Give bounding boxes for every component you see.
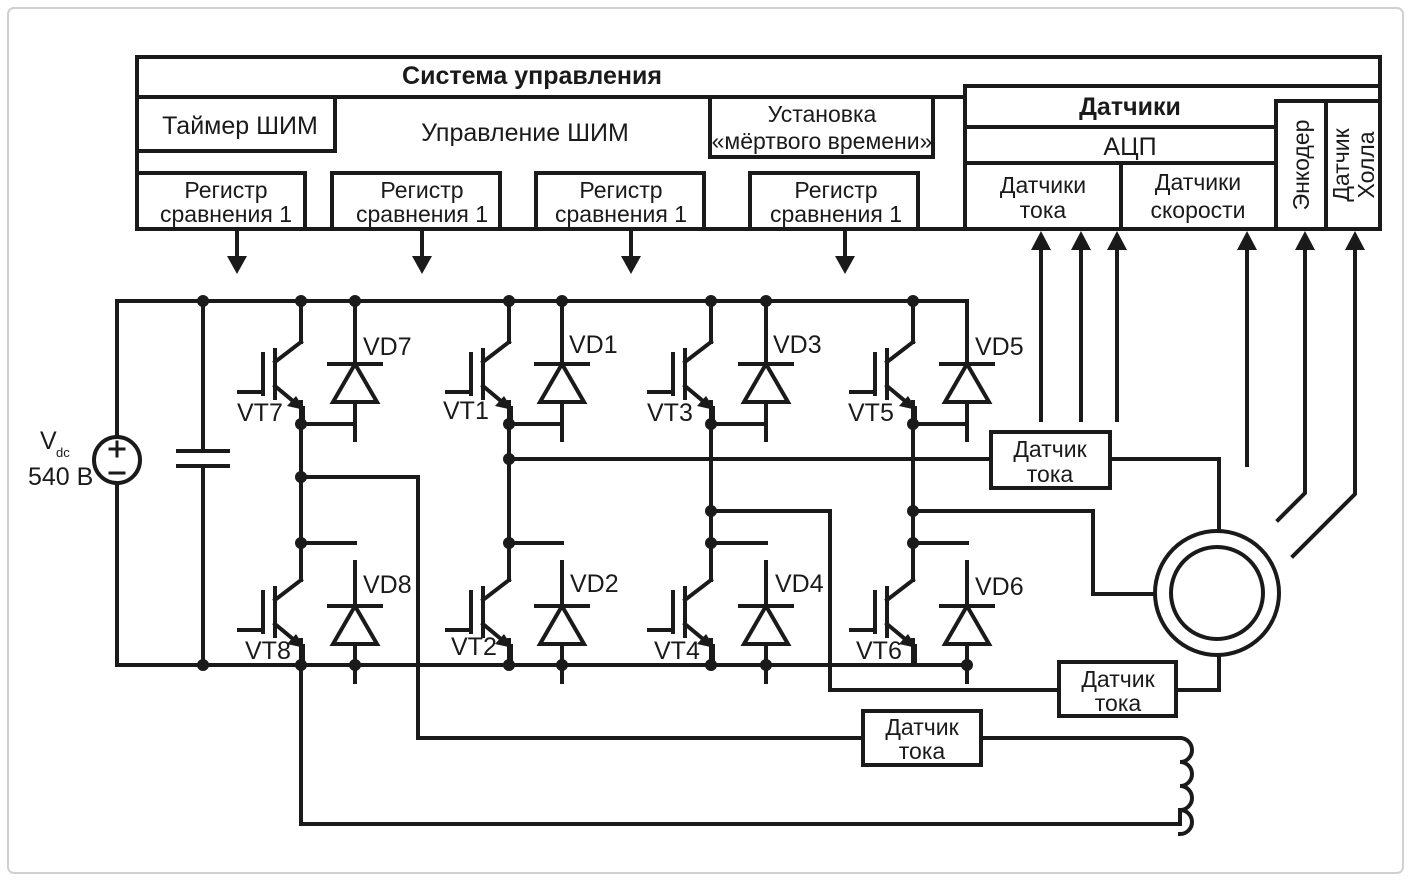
pwm-timer-box [135,95,337,153]
dc-source: V dc 540 В [28,427,142,491]
deadtime-box [708,95,935,159]
pwm-control-label: Управление ШИМ [421,119,629,147]
encoder-label: Энкодер [1288,120,1314,211]
current-sensor-boxes: Датчик тока Датчик тока Датчик тока [861,430,1178,767]
label-vd7: VD7 [363,333,412,361]
motor [1153,529,1281,657]
label-vd1: VD1 [569,331,618,359]
current-sensor-2 [1057,660,1178,718]
label-vd5: VD5 [975,333,1024,361]
label-vd6: VD6 [975,573,1024,601]
current-sensor-3 [861,709,983,767]
adc-label: АЦП [1103,133,1156,161]
hall-sensor-label-2: Холла [1353,131,1379,198]
label-vd8: VD8 [363,571,412,599]
current-sensor-3-label: Датчик [885,714,959,740]
label-vt7: VT7 [237,399,283,427]
compare-register-2-label-2: сравнения 1 [356,201,488,227]
dc-voltage-subscript: dc [56,445,70,460]
label-vd4: VD4 [775,570,824,598]
dc-voltage-symbol: V [40,427,57,455]
label-vt6: VT6 [856,637,902,665]
compare-register-2 [330,171,502,231]
label-vd3: VD3 [773,331,822,359]
current-sensor-2-label-2: тока [1095,690,1142,716]
compare-register-4-label: Регистр [794,177,877,203]
dc-voltage-value: 540 В [28,463,93,491]
deadtime-label-2: «мёртвого времени» [712,128,933,154]
compare-register-3-label-2: сравнения 1 [555,201,687,227]
sensor-feedback-arrows [1031,231,1365,559]
sensors-title: Датчики [1079,93,1181,121]
control-system-title: Система управления [402,62,662,90]
label-vt1: VT1 [443,397,489,425]
label-vt4: VT4 [654,637,700,665]
deadtime-label-1: Установка [768,101,877,127]
figure-frame [7,7,1404,874]
gate-signal-arrows [227,229,855,274]
pwm-timer-label: Таймер ШИМ [162,112,318,140]
speed-sensors-label-2: скорости [1150,197,1245,223]
current-sensor-1-label-2: тока [1027,461,1074,487]
transistors: VT7 VT1 VT3 VT5 VT8 VT2 VT4 VT6 [237,317,919,665]
power-wiring [115,299,1221,837]
current-sensor-1-label: Датчик [1013,436,1087,462]
compare-register-2-label: Регистр [380,177,463,203]
compare-register-4-label-2: сравнения 1 [770,201,902,227]
compare-register-3 [534,171,706,231]
current-sensor-3-label-2: тока [899,738,946,764]
label-vt5: VT5 [848,399,894,427]
label-vt8: VT8 [245,637,291,665]
hall-sensor-label-1: Датчик [1328,127,1354,201]
diodes: VD7 VD1 VD3 VD5 VD8 VD2 VD4 VD6 [327,318,1024,684]
compare-register-1-label: Регистр [184,177,267,203]
compare-register-1 [135,171,307,231]
compare-register-3-label: Регистр [579,177,662,203]
current-sensors-label-1: Датчики [1000,172,1086,198]
current-sensors-label-2: тока [1020,197,1067,223]
sensors-block: Датчики АЦП Датчики тока Датчики скорост… [963,84,1382,231]
junction-dots [197,295,973,671]
compare-register-4 [748,171,920,231]
label-vd2: VD2 [570,570,619,598]
label-vt3: VT3 [647,399,693,427]
label-vt2: VT2 [451,633,497,661]
speed-sensors-label-1: Датчики [1155,169,1241,195]
current-sensor-1 [989,430,1112,490]
compare-register-1-label-2: сравнения 1 [160,201,292,227]
current-sensor-2-label: Датчик [1081,666,1155,692]
